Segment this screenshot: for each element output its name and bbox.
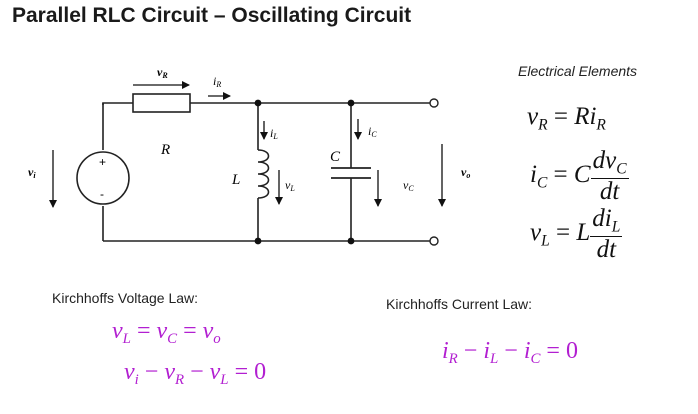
label-vl: vL [285,178,295,193]
wire-top-left [102,102,133,105]
label-ic: iC [368,124,377,139]
kvl-title: Kirchhoffs Voltage Law: [52,290,199,306]
resistor-equation: vR = RiR [527,103,606,134]
node-bottom-inductor [254,237,262,245]
voltage-source [76,151,130,205]
output-terminal-bottom [429,236,439,246]
label-vo: vo [461,165,470,180]
page-title: Parallel RLC Circuit – Oscillating Circu… [12,4,412,27]
electrical-elements-title: Electrical Elements [518,63,638,79]
kvl-equation-1: vL = vC = vo [112,318,221,348]
source-minus-sign: - [100,187,104,201]
label-il: iL [270,126,278,141]
label-l: L [231,172,240,188]
resistor [132,93,191,113]
label-vi: vi [28,165,36,180]
node-top-capacitor [347,99,355,107]
label-c: C [330,149,341,165]
kcl-title: Kirchhoffs Current Law: [386,296,533,312]
source-plus-sign: + [99,155,106,169]
output-terminal-top [429,98,439,108]
label-vc: vC [403,178,414,193]
node-bottom-capacitor [347,237,355,245]
node-top-inductor [254,99,262,107]
label-ir: iR [213,74,221,89]
label-vr: vR [157,65,168,80]
label-r: R [160,142,170,158]
kcl-equation: iR − iL − iC = 0 [442,338,578,368]
inductor-coil [257,149,270,199]
kvl-equation-2: vi − vR − vL = 0 [124,359,267,389]
